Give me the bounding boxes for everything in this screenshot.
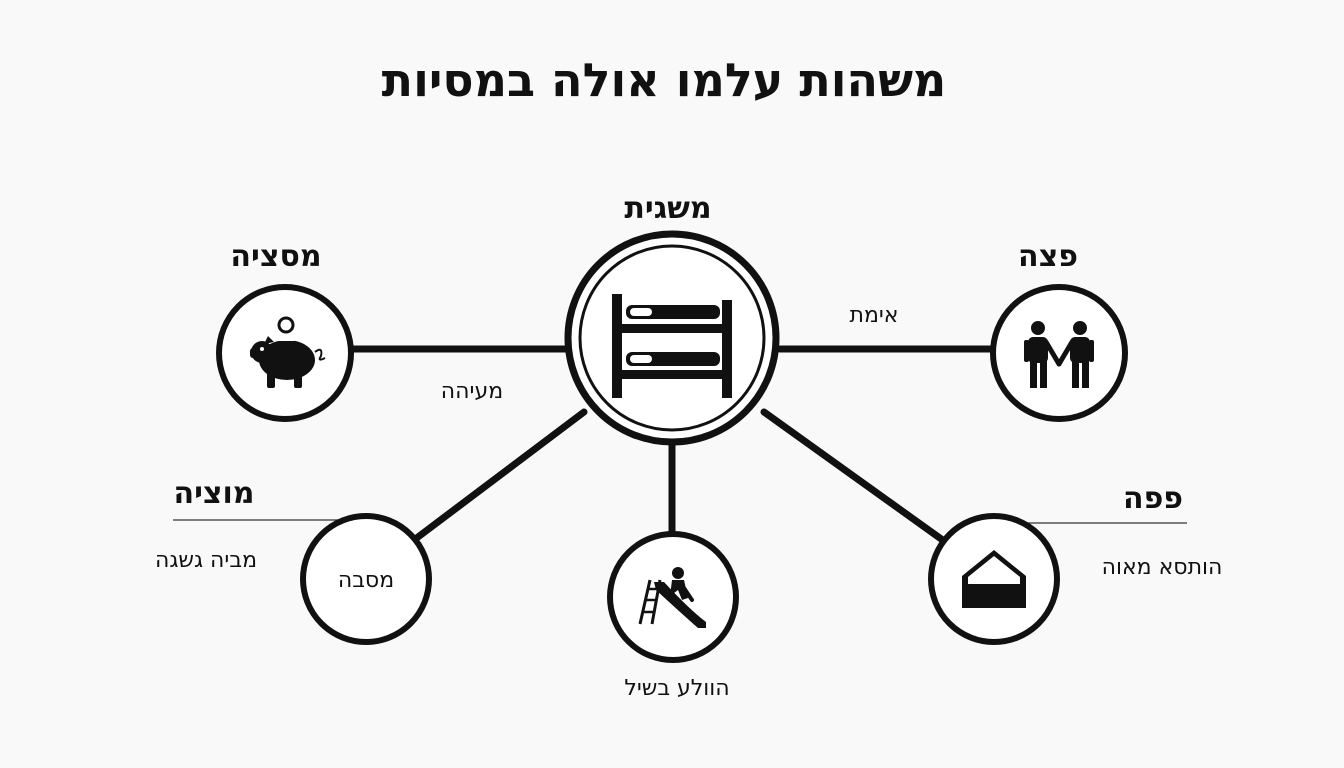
node-top-right-heading: פצה — [1018, 239, 1078, 274]
node-top-left: מסציה מעיהה — [216, 239, 503, 422]
node-bottom-center-label: הוולע בשיל — [624, 676, 729, 701]
connector-bottom-right — [760, 408, 948, 545]
slide-icon — [638, 567, 706, 628]
node-top-right-edge-label: אימת — [849, 303, 898, 328]
node-bottom-center: הוולע בשיל — [607, 531, 739, 701]
node-bottom-right-heading: פפה — [1123, 481, 1183, 516]
node-bottom-left-heading: מוציה — [173, 476, 254, 511]
house-icon — [962, 550, 1026, 608]
diagram-title: משהות עלמו אולה במסיות — [382, 53, 947, 107]
node-bottom-left-side-label: מביה גשגה — [155, 548, 257, 573]
node-top-left-heading: מסציה — [230, 239, 321, 274]
connector-bottom-left — [410, 408, 588, 544]
two-people-icon — [1024, 321, 1094, 388]
node-top-left-edge-label: מעיהה — [441, 379, 503, 404]
node-bottom-right-side-label: הותסא מאוה — [1102, 555, 1223, 580]
piggy-bank-icon — [250, 316, 326, 388]
node-bottom-left: מוציה מביה גשגה מסבה — [155, 476, 432, 645]
center-node: משגית — [564, 191, 780, 446]
connectors — [348, 345, 1000, 545]
node-top-right: פצה אימת — [849, 239, 1128, 422]
node-bottom-right: פפה הותסא מאוה — [928, 481, 1223, 645]
node-bottom-left-inner-label: מסבה — [338, 568, 394, 593]
center-heading: משגית — [624, 191, 711, 226]
bunk-bed-icon — [612, 294, 732, 398]
